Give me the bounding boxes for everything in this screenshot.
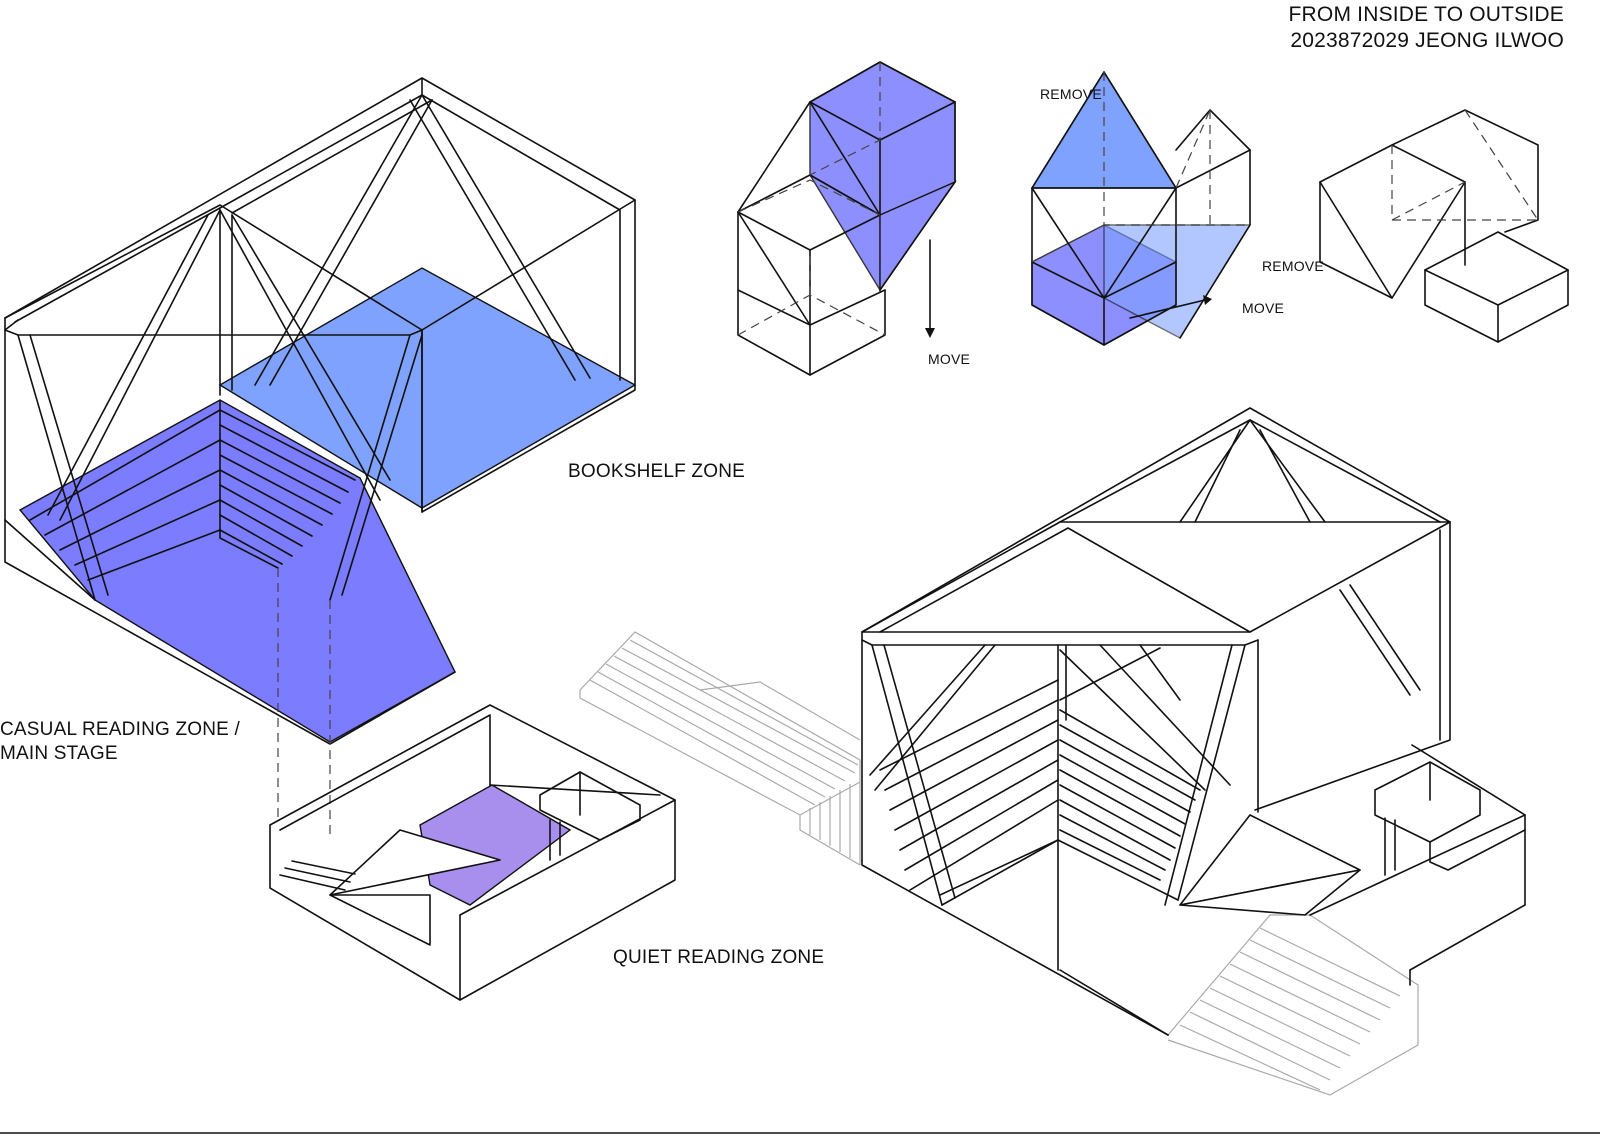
remove-label-1: REMOVE (1040, 86, 1102, 102)
bookshelf-frame-axonometric (4, 77, 637, 745)
operation-remove-move (1030, 70, 1252, 346)
casual-reading-zone-label: CASUAL READING ZONE / MAIN STAGE (0, 718, 240, 766)
title-block: FROM INSIDE TO OUTSIDE 2023872029 JEONG … (1289, 2, 1564, 54)
casual-line-2: MAIN STAGE (0, 743, 118, 764)
operation-result (1319, 109, 1569, 343)
quiet-reading-zone-label: QUIET READING ZONE (613, 947, 825, 968)
move-label-1: MOVE (928, 351, 971, 367)
assembled-building (579, 407, 1526, 1096)
casual-line-1: CASUAL READING ZONE / (0, 719, 240, 740)
grey-stairs-right (1167, 914, 1419, 1096)
title-line-2: 2023872029 JEONG ILWOO (1290, 29, 1564, 52)
operation-move-down (737, 61, 957, 376)
quiet-reading-box (269, 704, 676, 1001)
grey-stairs-left (579, 631, 861, 866)
bookshelf-zone-label: BOOKSHELF ZONE (568, 461, 746, 482)
move-label-2: MOVE (1242, 300, 1285, 316)
bookshelf-steps (29, 399, 356, 581)
remove-label-2: REMOVE (1262, 258, 1324, 274)
building-interior-steps (879, 679, 1201, 896)
title-line-1: FROM INSIDE TO OUTSIDE (1288, 3, 1564, 26)
